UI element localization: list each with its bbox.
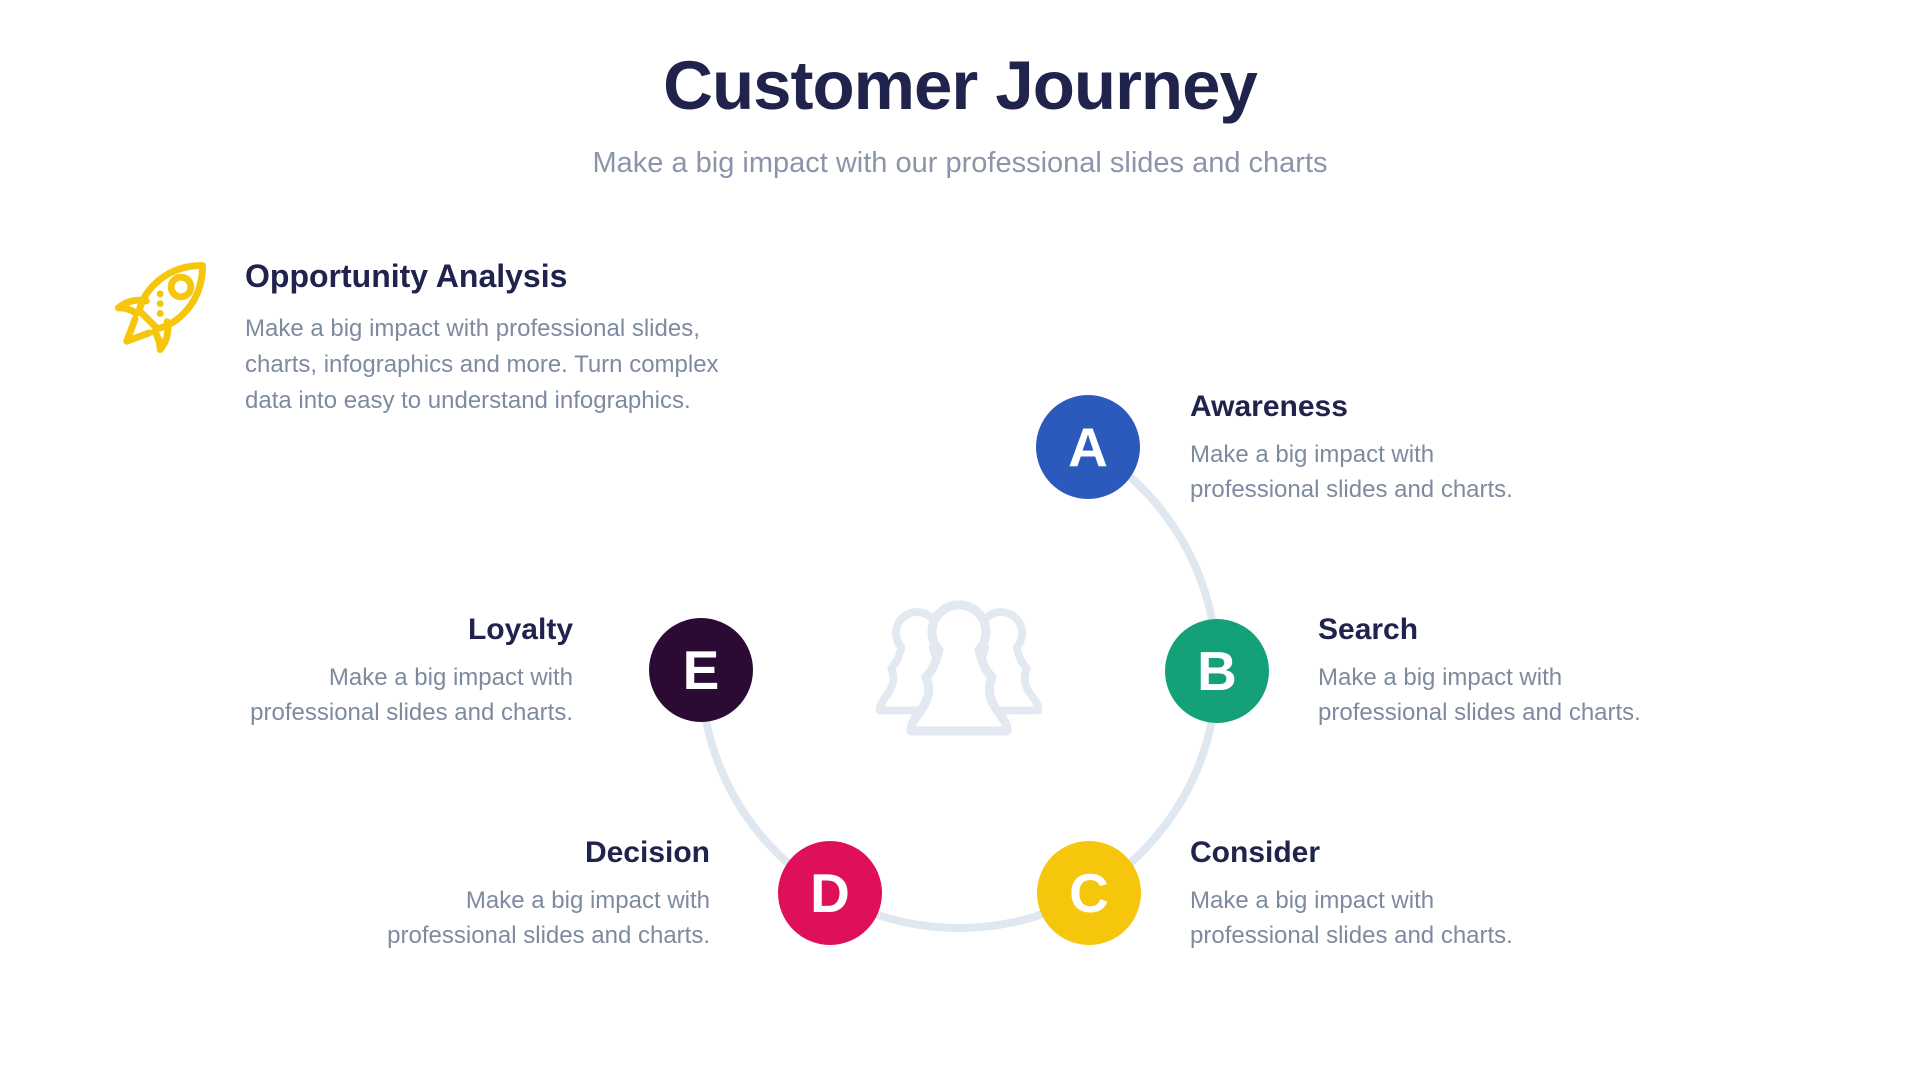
- stage-node-awareness: A: [1036, 395, 1140, 499]
- stage-body: Make a big impact with professional slid…: [1318, 664, 1641, 726]
- stage-letter-a: A: [1068, 415, 1108, 478]
- page-title: Customer Journey: [663, 47, 1258, 124]
- stage-text-awareness: Awareness Make a big impact with profess…: [1190, 390, 1542, 507]
- stage-label: Search: [1318, 613, 1419, 646]
- stage-body: Make a big impact with professional slid…: [387, 887, 710, 949]
- stage-label: Decision: [584, 836, 710, 869]
- rocket-icon: [106, 244, 224, 362]
- intro-heading: Opportunity Analysis: [245, 258, 568, 294]
- rocket-icon-svg: [114, 262, 206, 354]
- stage-body: Make a big impact with professional slid…: [1190, 441, 1513, 503]
- stage-text-consider: Consider Make a big impact with professi…: [1190, 836, 1542, 953]
- stage-letter-d: D: [810, 861, 850, 924]
- stage-node-consider: C: [1037, 841, 1141, 945]
- people-group-icon: [875, 600, 1043, 736]
- stage-letter-e: E: [682, 638, 720, 701]
- stage-label: Awareness: [1190, 390, 1348, 423]
- stage-letter-b: B: [1197, 639, 1237, 702]
- stage-node-loyalty: E: [649, 618, 753, 722]
- intro-block: Opportunity Analysis Make a big impact w…: [245, 258, 745, 419]
- stage-text-loyalty: Loyalty Make a big impact with professio…: [221, 613, 573, 730]
- stage-letter-c: C: [1069, 861, 1109, 924]
- intro-body: Make a big impact with professional slid…: [245, 315, 719, 414]
- page-subtitle: Make a big impact with our professional …: [592, 147, 1328, 179]
- stage-text-decision: Decision Make a big impact with professi…: [358, 836, 710, 953]
- stage-body: Make a big impact with professional slid…: [1190, 887, 1513, 949]
- stage-node-search: B: [1165, 619, 1269, 723]
- stage-label: Loyalty: [467, 613, 573, 646]
- stage-body: Make a big impact with professional slid…: [250, 664, 573, 726]
- stage-text-search: Search Make a big impact with profession…: [1318, 613, 1670, 730]
- stage-node-decision: D: [778, 841, 882, 945]
- stage-label: Consider: [1190, 836, 1321, 869]
